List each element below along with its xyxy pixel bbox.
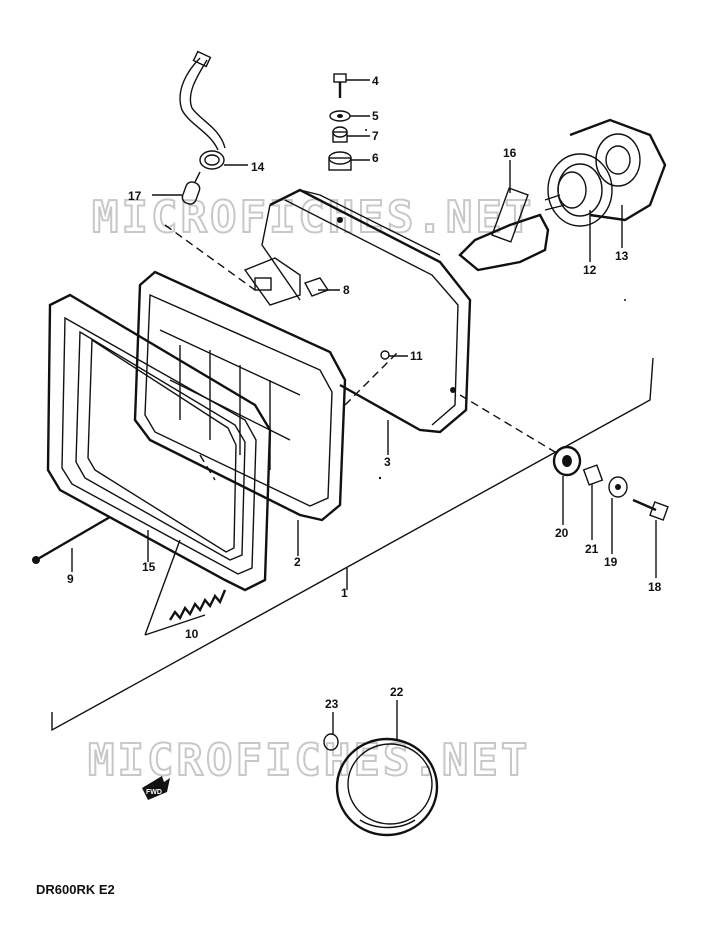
part-12-dust-boot (547, 153, 613, 227)
callout-16: 16 (503, 146, 517, 160)
dash-leader-20 (459, 394, 561, 456)
callout-19: 19 (604, 555, 618, 569)
callout-14: 14 (251, 160, 265, 174)
callout-13: 13 (615, 249, 629, 263)
part-17-bulb (181, 171, 201, 205)
part-3-headlight-housing (261, 188, 472, 434)
part-19-washer (608, 476, 628, 498)
part-10-spring (168, 589, 227, 621)
watermark-bottom: MICROFICHES.NET (88, 735, 530, 786)
callout-11: 11 (410, 349, 423, 363)
part-13-rear-cover (569, 118, 667, 222)
part-18-bolt (632, 498, 669, 521)
callout-8: 8 (343, 283, 350, 297)
callout-4: 4 (372, 74, 379, 88)
forward-label: FWD (146, 789, 162, 796)
callout-2: 2 (294, 555, 301, 569)
leader-10a (144, 614, 206, 636)
callout-18: 18 (648, 580, 662, 594)
callout-3: 3 (384, 455, 391, 469)
watermark-top: MICROFICHES.NET (92, 192, 534, 243)
part-9-screw (32, 515, 111, 564)
part-14-bulb-socket (179, 50, 226, 170)
callout-7: 7 (372, 129, 379, 143)
part-4-bolt (333, 73, 347, 98)
forward-arrow-icon: FWD (142, 776, 170, 800)
dash-leader-11 (344, 349, 401, 406)
callout-10: 10 (185, 627, 199, 641)
dash-leader-15 (199, 454, 216, 481)
callout-6: 6 (372, 151, 379, 165)
part-15-rim (46, 293, 272, 592)
callout-leaders (71, 79, 657, 740)
callout-17: 17 (128, 189, 142, 203)
dash-leader-17 (164, 224, 256, 291)
part-21-collar (582, 464, 604, 486)
part-22-lens-cap (335, 737, 439, 837)
model-code: DR600RK E2 (36, 882, 115, 897)
part-7-collar (332, 126, 348, 143)
callout-1: 1 (341, 586, 348, 600)
callout-23: 23 (325, 697, 339, 711)
callout-12: 12 (583, 263, 597, 277)
part-20-nut (552, 445, 582, 477)
callout-21: 21 (585, 542, 599, 556)
part-5-washer (329, 110, 351, 122)
callout-15: 15 (142, 560, 156, 574)
callout-5: 5 (372, 109, 379, 123)
assembly-bracket-line (51, 357, 654, 732)
leader-10b (144, 539, 181, 636)
callout-20: 20 (555, 526, 569, 540)
callout-22: 22 (390, 685, 404, 699)
part-6-grommet (328, 151, 352, 171)
part-23-ring (323, 733, 339, 751)
callout-9: 9 (67, 572, 74, 586)
part-16-halogen-bulb (458, 187, 566, 272)
